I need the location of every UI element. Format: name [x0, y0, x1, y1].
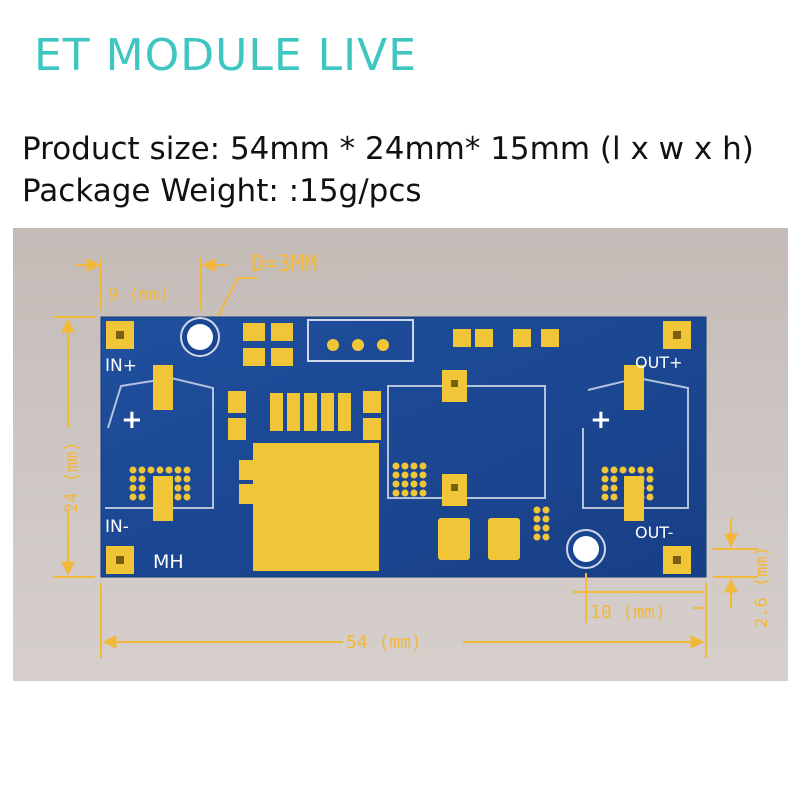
board-width-label: 24 (mm) — [62, 441, 82, 513]
pcb-dimension-drawing: IN+ IN- OUT+ OUT- MH + + — [13, 228, 788, 681]
plus-mark-right: + — [590, 405, 612, 435]
pcb-board: IN+ IN- OUT+ OUT- MH + + — [100, 316, 707, 578]
hole-offset-x-label: 9 (mm) — [108, 285, 169, 305]
out-plus-label: OUT+ — [635, 353, 682, 372]
package-weight-text: Package Weight: :15g/pcs — [22, 173, 422, 209]
hole-offset-right-label: 10 (mm) — [590, 602, 666, 623]
plus-mark-left: + — [121, 405, 143, 435]
out-minus-label: OUT- — [635, 523, 673, 542]
in-minus-label: IN- — [105, 517, 129, 537]
dimension-lines — [53, 258, 758, 658]
in-plus-label: IN+ — [105, 356, 137, 376]
hole-diameter-label: D=3MM — [251, 252, 317, 277]
product-size-text: Product size: 54mm * 24mm* 15mm (l x w x… — [22, 131, 754, 167]
hole-offset-bottom-label: 2.6 (mm) — [752, 546, 772, 628]
brand-title: ET MODULE LIVE — [34, 30, 418, 81]
maker-mark: MH — [153, 551, 184, 573]
board-length-label: 54 (mm) — [346, 632, 422, 653]
